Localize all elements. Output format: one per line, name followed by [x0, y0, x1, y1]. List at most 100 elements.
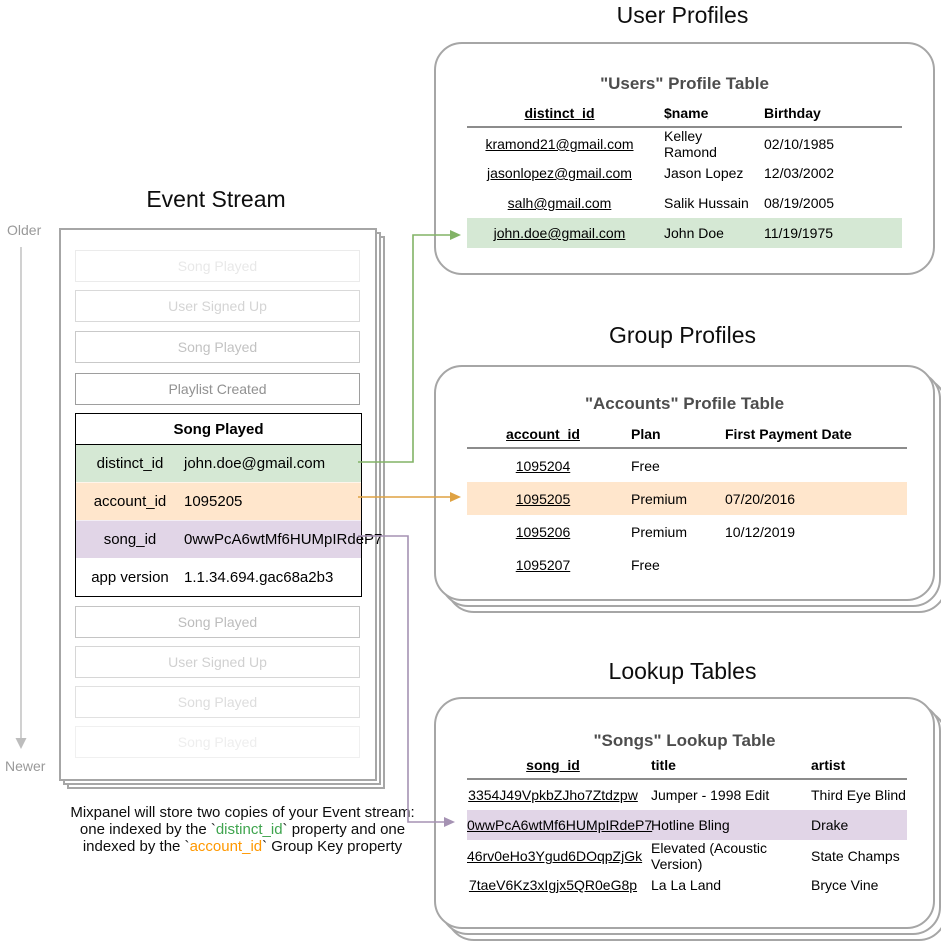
- group-profile-card: "Accounts" Profile Table account_id Plan…: [434, 365, 935, 601]
- user-profiles-title: User Profiles: [616, 2, 749, 28]
- cell-plan: Premium: [631, 490, 688, 507]
- table-header-row: distinct_id $name Birthday: [467, 102, 902, 124]
- cell-artist: Drake: [811, 817, 849, 833]
- users-table: distinct_id $name Birthday kramond21@gma…: [467, 102, 902, 248]
- event-box: Song Played: [75, 250, 360, 282]
- event-property-row: account_id 1095205: [76, 482, 361, 520]
- cell-name: John Doe: [664, 225, 724, 241]
- event-box: User Signed Up: [75, 290, 360, 322]
- property-value: john.doe@gmail.com: [184, 455, 326, 472]
- cell-plan: Premium: [631, 523, 688, 540]
- event-label: User Signed Up: [168, 298, 267, 314]
- group-profiles-title: Group Profiles: [608, 322, 756, 348]
- property-key: distinct_id: [96, 455, 164, 472]
- header-rule: [467, 447, 907, 449]
- event-label: Song Played: [177, 339, 258, 355]
- table-row: 1095204 Free: [467, 449, 907, 482]
- header-rule: [467, 126, 902, 128]
- cell-account-id: 1095205: [515, 490, 571, 507]
- event-box: Song Played: [75, 331, 360, 363]
- event-box: Song Played: [75, 606, 360, 638]
- cell-birthday: 12/03/2002: [764, 165, 835, 181]
- event-box: Song Played: [75, 686, 360, 718]
- time-axis-arrowhead: [15, 738, 27, 749]
- cell-title: Jumper - 1998 Edit: [651, 787, 770, 803]
- caption-text: ` Group Key property: [262, 838, 403, 855]
- column-header: song_id: [526, 757, 580, 773]
- songs-table-title: "Songs" Lookup Table: [593, 731, 776, 750]
- cell-birthday: 02/10/1985: [764, 136, 835, 152]
- cell-artist: Bryce Vine: [811, 877, 879, 893]
- event-label: User Signed Up: [168, 654, 267, 670]
- cell-plan: Free: [631, 556, 660, 573]
- cell-birthday: 08/19/2005: [764, 195, 835, 211]
- table-header-row: account_id Plan First Payment Date: [467, 423, 907, 445]
- property-value: 1095205: [184, 493, 243, 510]
- column-header: $name: [664, 105, 709, 121]
- distinct-id-code: distinct_id: [215, 821, 283, 838]
- cell-payment-date: 07/20/2016: [725, 490, 796, 507]
- caption-line: indexed by the `account_id` Group Key pr…: [45, 838, 440, 855]
- cell-title: La La Land: [651, 877, 722, 893]
- event-box: User Signed Up: [75, 646, 360, 678]
- caption-line: one indexed by the `distinct_id` propert…: [45, 821, 440, 838]
- event-property-row: app version 1.1.34.694.gac68a2b3: [76, 558, 361, 596]
- caption: Mixpanel will store two copies of your E…: [45, 804, 440, 855]
- cell-name: Jason Lopez: [664, 165, 744, 181]
- table-row: salh@gmail.com Salik Hussain 08/19/2005: [467, 188, 902, 218]
- cell-song-id: 7taeV6Kz3xIgjx5QR0eG8p: [468, 877, 638, 893]
- column-header: account_id: [506, 426, 580, 442]
- cell-account-id: 1095206: [515, 523, 571, 540]
- property-key: app version: [91, 569, 169, 586]
- account-id-code: account_id: [189, 838, 263, 855]
- table-row-highlighted: 1095205 Premium 07/20/2016: [467, 482, 907, 515]
- cell-account-id: 1095204: [515, 457, 571, 474]
- caption-text: indexed by the `: [82, 838, 190, 855]
- cell-distinct-id: salh@gmail.com: [507, 195, 612, 211]
- event-property-row: song_id 0wwPcA6wtMf6HUMpIRdeP7: [76, 520, 382, 558]
- cell-song-id: 0wwPcA6wtMf6HUMpIRdeP7: [467, 817, 653, 833]
- column-header: First Payment Date: [725, 426, 852, 442]
- cell-name: Kelley Ramond: [664, 128, 717, 160]
- header-rule: [467, 778, 907, 780]
- caption-text: one indexed by the `: [79, 821, 216, 838]
- table-row-highlighted: john.doe@gmail.com John Doe 11/19/1975: [467, 218, 902, 248]
- users-table-title: "Users" Profile Table: [600, 74, 769, 93]
- event-stream-title: Event Stream: [146, 186, 286, 212]
- property-key: song_id: [103, 531, 157, 548]
- accounts-table-title: "Accounts" Profile Table: [584, 394, 785, 413]
- column-header: distinct_id: [524, 105, 595, 121]
- table-row: 1095207 Free: [467, 548, 907, 581]
- cell-title: Hotline Bling: [651, 817, 730, 833]
- column-header: Birthday: [764, 105, 821, 121]
- table-header-row: song_id title artist: [467, 754, 907, 776]
- cell-artist: Third Eye Blind: [811, 787, 906, 803]
- lookup-tables-title: Lookup Tables: [608, 658, 757, 684]
- songs-table: song_id title artist 3354J49VpkbZJho7Ztd…: [467, 754, 907, 900]
- table-row: 46rv0eHo3Ygud6DOqpZjGk Elevated (Acousti…: [467, 840, 907, 872]
- cell-distinct-id: jasonlopez@gmail.com: [487, 165, 632, 181]
- event-label: Playlist Created: [168, 381, 267, 397]
- lookup-table-card: "Songs" Lookup Table song_id title artis…: [434, 697, 935, 929]
- event-box: Playlist Created: [75, 373, 360, 405]
- cell-birthday: 11/19/1975: [764, 225, 834, 241]
- newer-label: Newer: [5, 758, 46, 774]
- selected-event-card: Song Played distinct_id john.doe@gmail.c…: [75, 413, 382, 597]
- cell-account-id: 1095207: [515, 556, 571, 573]
- cell-song-id: 3354J49VpkbZJho7Ztdzpw: [468, 787, 638, 803]
- property-key: account_id: [93, 493, 167, 510]
- caption-text: ` property and one: [282, 821, 406, 838]
- table-row: 7taeV6Kz3xIgjx5QR0eG8p La La Land Bryce …: [467, 870, 907, 900]
- table-row: jasonlopez@gmail.com Jason Lopez 12/03/2…: [467, 158, 902, 188]
- event-name: Song Played: [76, 414, 361, 445]
- older-label: Older: [7, 222, 42, 238]
- event-label: Song Played: [177, 258, 258, 274]
- accounts-table: account_id Plan First Payment Date 10952…: [467, 423, 907, 581]
- cell-title: Elevated (Acoustic Version): [651, 840, 767, 872]
- cell-distinct-id: kramond21@gmail.com: [485, 136, 634, 152]
- cell-plan: Free: [631, 457, 660, 474]
- column-header: title: [651, 757, 676, 773]
- user-profile-card: "Users" Profile Table distinct_id $name …: [434, 42, 935, 275]
- cell-payment-date: 10/12/2019: [725, 523, 796, 540]
- column-header: artist: [811, 757, 846, 773]
